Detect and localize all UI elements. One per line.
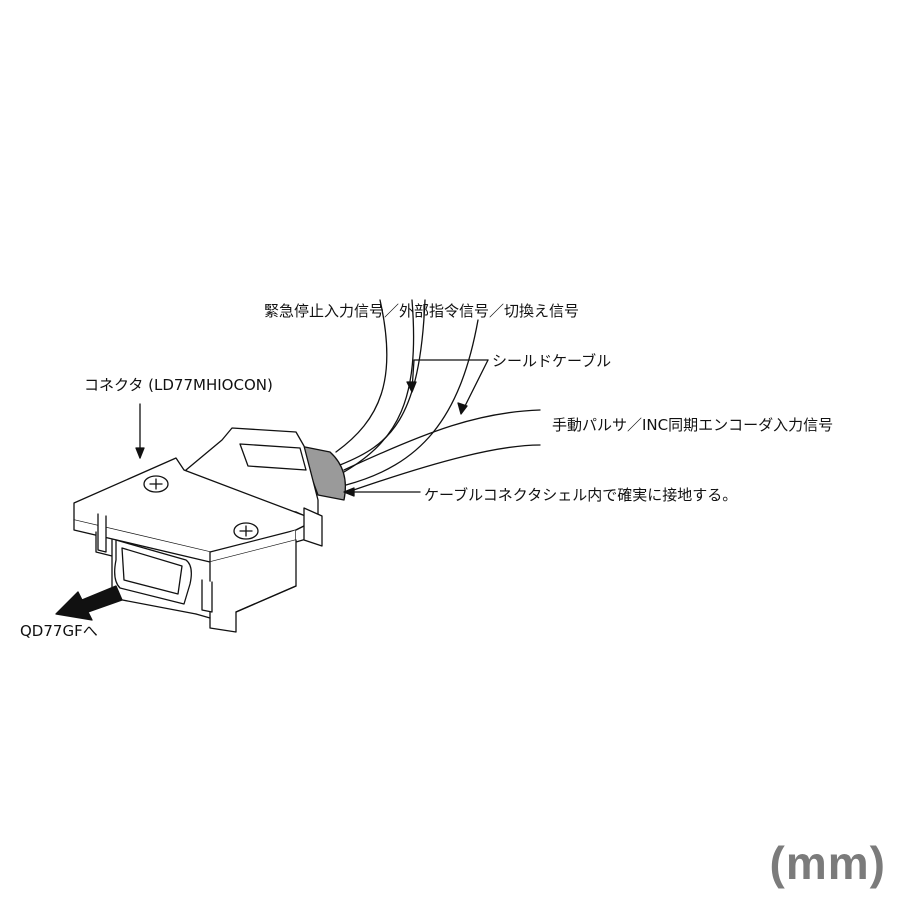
label-shield-cable: シールドケーブル — [492, 352, 612, 370]
leader-shield-branch — [461, 359, 489, 413]
leader-connector-arrow — [135, 447, 145, 459]
label-destination: QD77GFへ — [20, 622, 98, 640]
direction-arrow-icon — [55, 585, 123, 621]
label-ground-note: ケーブルコネクタシェル内で確実に接地する。 — [424, 486, 738, 504]
pin-block — [114, 539, 192, 605]
leader-shield-arrow-1 — [406, 381, 417, 393]
label-handle-pulser: 手動パルサ／INC同期エンコーダ入力信号 — [552, 416, 834, 434]
label-signal-top: 緊急停止入力信号／外部指令信号／切換え信号 — [264, 302, 580, 320]
unit-label: (mm) — [769, 837, 886, 889]
cable-1 — [335, 299, 415, 473]
cable-3 — [343, 409, 541, 493]
cable-grommet — [299, 445, 347, 501]
screw-right-icon — [233, 522, 259, 540]
leader-shield-arrow-2 — [457, 402, 468, 415]
cable-2 — [339, 299, 479, 486]
label-connector: コネクタ (LD77MHIOCON) — [84, 376, 273, 394]
leader-ground-arrow — [343, 487, 355, 497]
leader-shield-cable — [411, 359, 489, 391]
screw-left-icon — [143, 475, 169, 493]
